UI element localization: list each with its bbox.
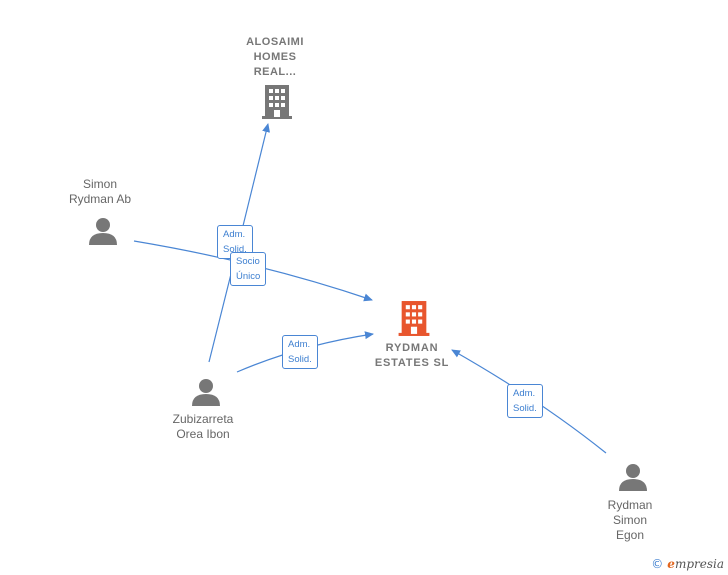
person-label-zubizarreta[interactable]: Zubizarreta Orea Ibon bbox=[172, 412, 234, 441]
person-label-simon-rydman-ab[interactable]: Simon Rydman Ab bbox=[68, 177, 132, 206]
person-icon[interactable] bbox=[191, 377, 221, 407]
person-icon[interactable] bbox=[88, 216, 118, 246]
relation-badge-socio-unico[interactable]: Socio Único bbox=[230, 252, 267, 286]
person-icon[interactable] bbox=[618, 462, 648, 492]
empresia-logo[interactable]: ©empresia bbox=[651, 557, 724, 571]
copyright-icon: © bbox=[651, 557, 664, 571]
company-label-alosaimi[interactable]: ALOSAIMI HOMES REAL... bbox=[246, 36, 304, 78]
main-building-icon[interactable] bbox=[397, 300, 431, 337]
person-label-rydman-simon-egon[interactable]: Rydman Simon Egon bbox=[607, 498, 653, 542]
relation-badge-adm-solid[interactable]: Adm. Solid. bbox=[282, 335, 318, 369]
relation-badge-adm-solid[interactable]: Adm. Solid. bbox=[507, 384, 543, 418]
main-company-label[interactable]: RYDMAN ESTATES SL bbox=[374, 342, 450, 369]
building-icon[interactable] bbox=[261, 84, 293, 120]
